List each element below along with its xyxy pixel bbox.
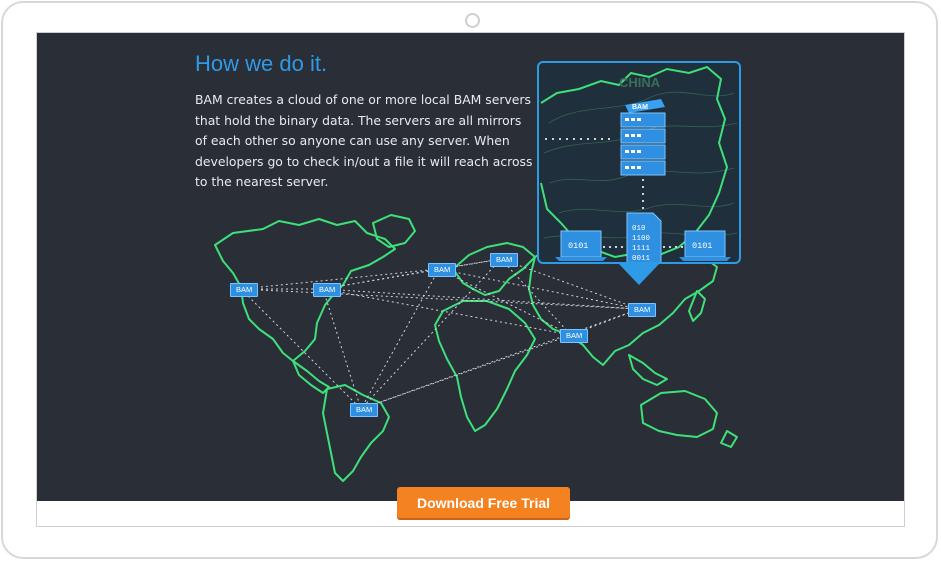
region-label: CHINA (619, 75, 661, 90)
map-server-tag: BAM (490, 253, 519, 267)
how-we-do-it-section: How we do it. BAM creates a cloud of one… (37, 33, 904, 501)
laptop-code: 0101 (692, 241, 712, 251)
screen: How we do it. BAM creates a cloud of one… (36, 32, 905, 527)
china-callout-illustration: CHINA BAM (540, 65, 738, 262)
file-line: 0011 (632, 255, 651, 262)
callout-pointer (619, 264, 659, 285)
map-server-tag: BAM (560, 329, 589, 343)
laptop-icon: 0101 (679, 230, 731, 261)
map-server-tag: BAM (313, 283, 342, 297)
greenland-outline (372, 214, 416, 248)
file-line: 1100 (632, 235, 651, 243)
file-line: 010 (632, 225, 646, 233)
server-rack-icon: BAM (620, 99, 666, 176)
africa-outline (434, 300, 536, 432)
world-map (214, 214, 738, 482)
section-title: How we do it. (195, 51, 328, 76)
camera-icon (465, 13, 480, 28)
rack-label: BAM (632, 104, 648, 111)
australia-outline (640, 390, 718, 438)
europe-outline (452, 242, 536, 296)
central-america-outline (292, 360, 330, 394)
se-asia-outline (628, 354, 668, 386)
map-server-tag: BAM (350, 403, 379, 417)
file-icon: 010 1100 1111 0011 (626, 212, 662, 262)
connection-lines (240, 258, 640, 410)
file-line: 1111 (632, 245, 651, 253)
download-free-trial-button[interactable]: Download Free Trial (397, 487, 570, 518)
japan-outline (688, 290, 706, 322)
new-zealand-outline (720, 430, 738, 448)
map-server-tag: BAM (428, 263, 457, 277)
china-callout: CHINA BAM (537, 61, 741, 264)
laptop-icon: 0101 (555, 230, 607, 261)
map-server-tag: BAM (628, 303, 657, 317)
laptop-code: 0101 (568, 241, 588, 251)
map-server-tag: BAM (230, 283, 259, 297)
section-description: BAM creates a cloud of one or more local… (195, 92, 533, 189)
south-america-outline (322, 384, 390, 482)
